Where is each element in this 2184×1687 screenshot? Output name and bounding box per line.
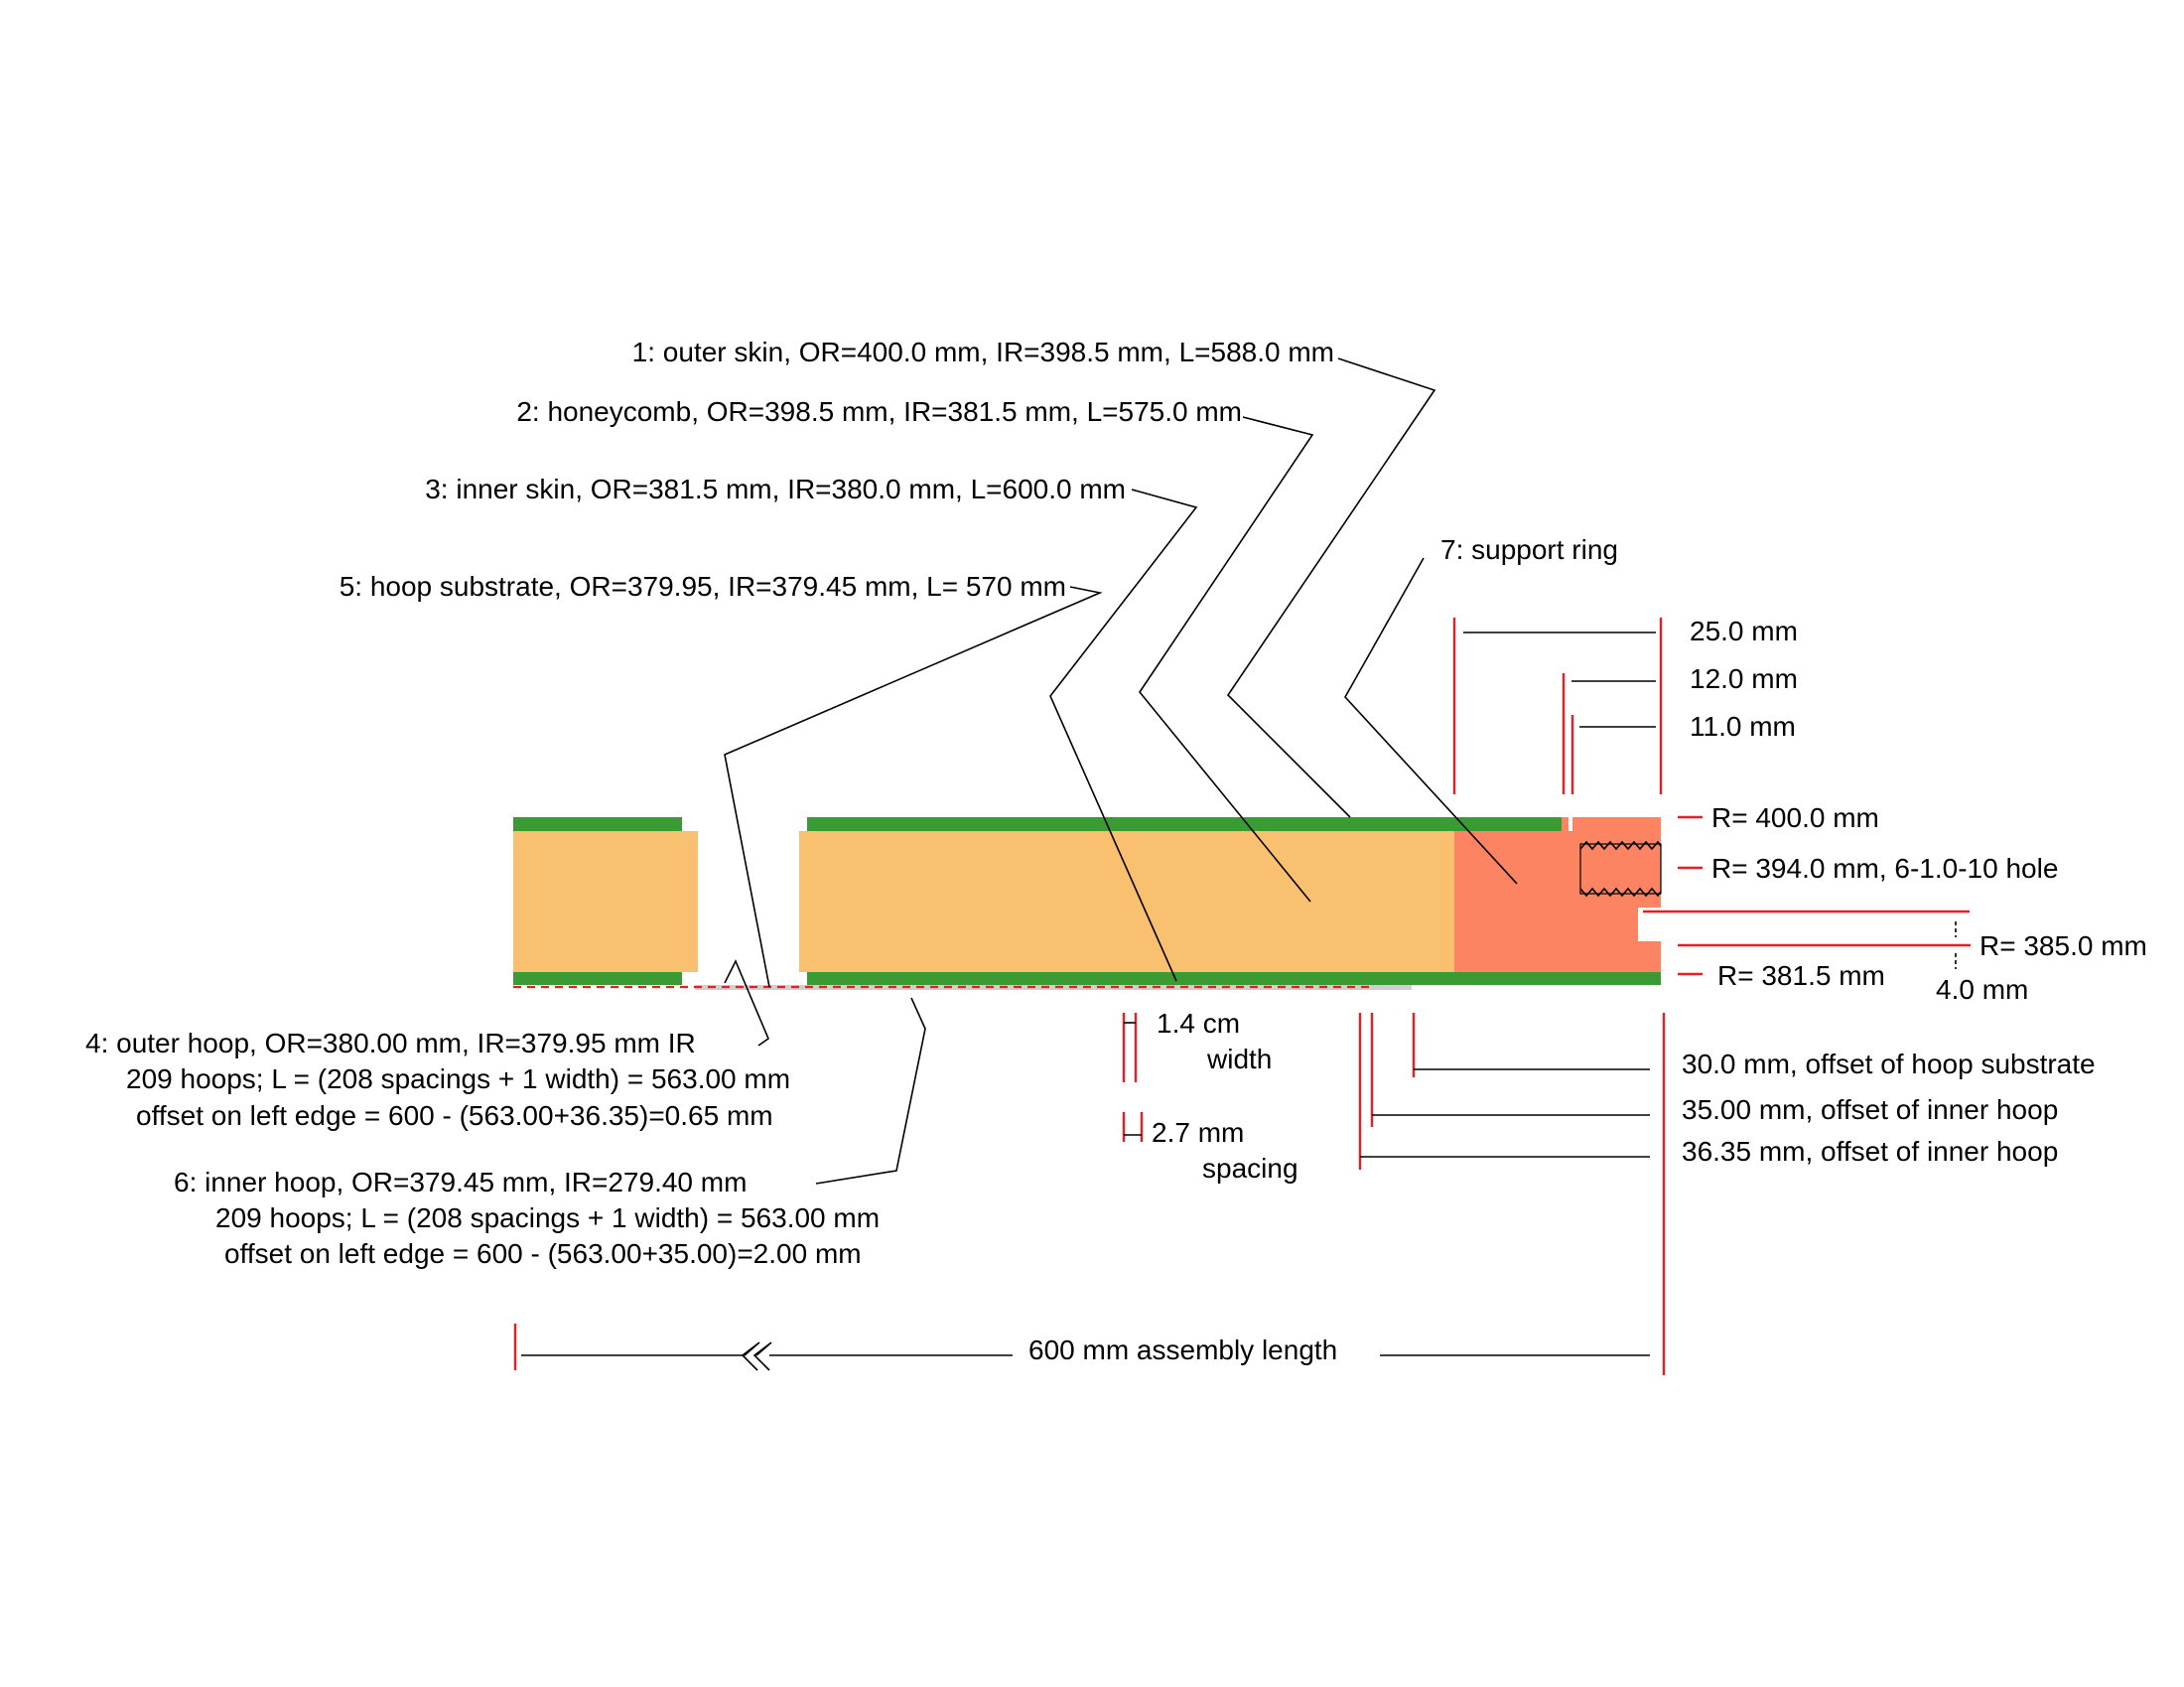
hoop-substrate xyxy=(695,985,1412,990)
leader-outer-skin xyxy=(1226,357,1436,818)
inner-skin-main xyxy=(807,972,1661,985)
cross-section xyxy=(513,817,1662,990)
label-inner-hoop-line2: 209 hoops; L = (208 spacings + 1 width) … xyxy=(215,1202,880,1233)
dim-r-394: R= 394.0 mm, 6-1.0-10 hole xyxy=(1711,853,2058,884)
leader-inner-hoop xyxy=(815,997,926,1185)
threaded-hole xyxy=(1579,840,1662,898)
leader-inner-skin xyxy=(1049,489,1198,982)
label-inner-skin: 3: inner skin, OR=381.5 mm, IR=380.0 mm,… xyxy=(425,474,1126,504)
dim-offset-30: 30.0 mm, offset of hoop substrate xyxy=(1682,1049,2096,1079)
honeycomb-main xyxy=(799,831,1454,972)
leader-support-ring xyxy=(1344,557,1518,885)
label-outer-skin: 1: outer skin, OR=400.0 mm, IR=398.5 mm,… xyxy=(632,337,1334,367)
label-hoop-substrate: 5: hoop substrate, OR=379.95, IR=379.45 … xyxy=(340,571,1066,602)
dim-hoop-spacing-value: 2.7 mm xyxy=(1152,1117,1244,1148)
outer-skin-left xyxy=(513,817,682,831)
dim-assembly-length: 600 mm assembly length xyxy=(1028,1335,1337,1365)
label-outer-hoop-line1: 4: outer hoop, OR=380.00 mm, IR=379.95 m… xyxy=(85,1028,696,1058)
honeycomb-left xyxy=(513,831,698,972)
label-support-ring: 7: support ring xyxy=(1440,534,1618,565)
dim-offset-35: 35.00 mm, offset of inner hoop xyxy=(1682,1094,2058,1125)
dim-hoop-spacing-word: spacing xyxy=(1202,1153,1298,1184)
dim-r-381-5: R= 381.5 mm xyxy=(1717,960,1885,991)
dim-groove-4mm: 4.0 mm xyxy=(1936,974,2028,1005)
dim-12mm: 12.0 mm xyxy=(1690,663,1798,694)
support-ring xyxy=(1454,817,1661,972)
label-inner-hoop-line1: 6: inner hoop, OR=379.45 mm, IR=279.40 m… xyxy=(174,1167,747,1197)
dim-hoop-width-word: width xyxy=(1206,1044,1272,1074)
dim-hoop-width-value: 1.4 cm xyxy=(1157,1008,1240,1039)
dim-offset-36-35: 36.35 mm, offset of inner hoop xyxy=(1682,1136,2058,1167)
inner-skin-left xyxy=(513,972,682,985)
component-labels: 1: outer skin, OR=400.0 mm, IR=398.5 mm,… xyxy=(85,337,1618,1269)
dimension-lines xyxy=(513,618,1971,1375)
label-outer-hoop-line3: offset on left edge = 600 - (563.00+36.3… xyxy=(136,1100,773,1131)
dim-11mm: 11.0 mm xyxy=(1690,711,1796,742)
dim-25mm: 25.0 mm xyxy=(1690,616,1798,646)
dim-r-385: R= 385.0 mm xyxy=(1979,930,2147,961)
dim-r-400: R= 400.0 mm xyxy=(1711,802,1879,833)
dimension-labels: 25.0 mm 12.0 mm 11.0 mm R= 400.0 mm R= 3… xyxy=(1028,616,2147,1365)
leader-hoop-substrate xyxy=(724,586,1103,988)
leader-outer-hoop xyxy=(724,959,769,1047)
leader-lines xyxy=(724,357,1518,1185)
label-inner-hoop-line3: offset on left edge = 600 - (563.00+35.0… xyxy=(224,1238,862,1269)
label-honeycomb: 2: honeycomb, OR=398.5 mm, IR=381.5 mm, … xyxy=(516,396,1242,427)
outer-skin-main xyxy=(807,817,1562,831)
leader-honeycomb xyxy=(1139,416,1314,903)
label-outer-hoop-line2: 209 hoops; L = (208 spacings + 1 width) … xyxy=(126,1063,790,1094)
